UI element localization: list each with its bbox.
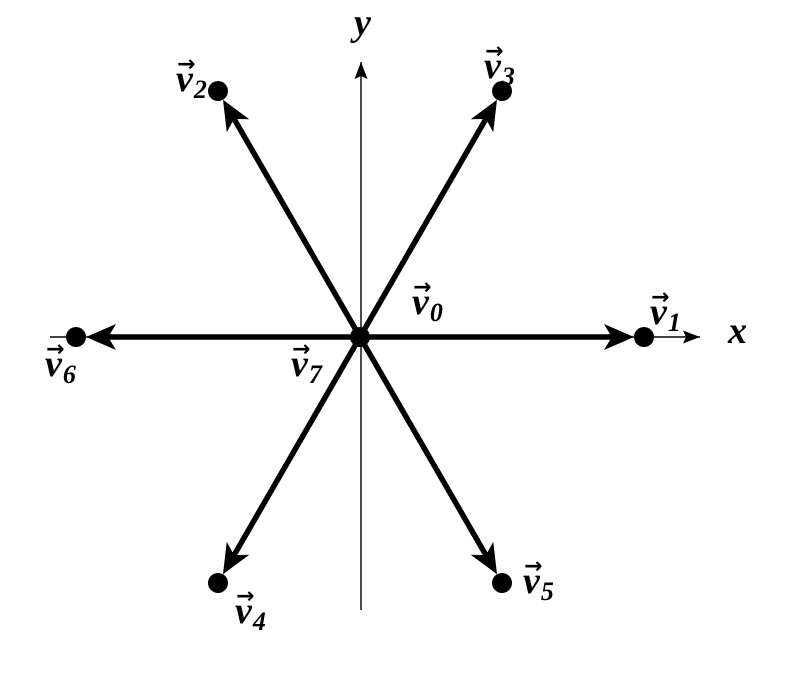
vector-subscript: 6 (62, 360, 76, 389)
vector-base: v (412, 281, 429, 323)
vector-subscript: 1 (667, 308, 681, 337)
vector-label-v1: →v1 (650, 287, 681, 338)
vector-label-v0: →v0 (412, 277, 443, 328)
vector-arrow-icon: → (177, 52, 196, 77)
vector-subscript: 0 (429, 298, 443, 327)
vector-label-v3: →v3 (484, 41, 515, 92)
vector-label-v2: →v2 (176, 54, 207, 105)
vector-base: v (45, 343, 62, 385)
vector-subscript: 5 (540, 577, 554, 606)
vector-base: v (650, 291, 667, 333)
vector-arrow-icon: → (292, 337, 311, 362)
vector-label-v6: →v6 (45, 339, 76, 390)
vector-arrow-icon: → (485, 39, 504, 64)
vector-base: v (523, 560, 540, 602)
vector-subscript: 2 (193, 75, 207, 104)
vector-subscript: 4 (252, 607, 266, 636)
vector-base: v (484, 45, 501, 87)
vector-base: v (291, 343, 308, 385)
vector-arrow-icon: → (413, 275, 432, 300)
vector-base: v (176, 58, 193, 100)
y-axis-label: y (354, 2, 371, 44)
vector-label-v7: →v7 (291, 339, 322, 390)
vector-arrow-icon: → (524, 554, 543, 579)
vector-subscript: 7 (308, 360, 322, 389)
vector-arrow-icon: → (236, 584, 255, 609)
vector-base: v (235, 590, 252, 632)
vector-arrow-icon: → (46, 337, 65, 362)
x-axis-label: x (728, 310, 747, 352)
vector-subscript: 3 (501, 62, 515, 91)
vector-label-v4: →v4 (235, 586, 266, 637)
vector-arrow-icon: → (651, 285, 670, 310)
vector-label-v5: →v5 (523, 556, 554, 607)
